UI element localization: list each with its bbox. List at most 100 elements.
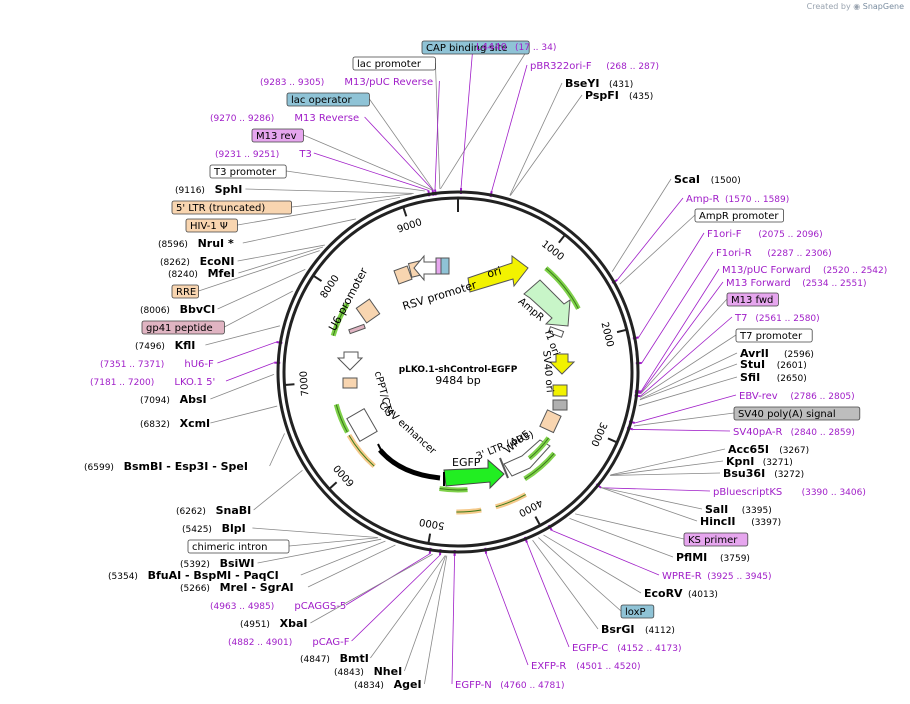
u6-promoter-feature[interactable]: [336, 351, 364, 371]
left-label-xbai[interactable]: (4951)XbaI: [240, 617, 307, 630]
right-label-pbr322ori-f[interactable]: pBR322ori-F(268 .. 287): [530, 61, 659, 72]
left-label-cap-binding-site[interactable]: CAP binding site: [421, 40, 530, 55]
cmv-promoter-feature[interactable]: [346, 408, 378, 442]
right-label-egfp-c[interactable]: EGFP-C(4152 .. 4173): [572, 643, 681, 654]
lac-operator-feature[interactable]: [440, 257, 450, 275]
left-label-lko-1-5[interactable]: (7181 .. 7200)LKO.1 5': [90, 377, 215, 388]
right-label-avrii[interactable]: AvrII(2596): [740, 347, 814, 360]
left-label-hu6-f[interactable]: (7351 .. 7371)hU6-F: [100, 359, 214, 370]
right-label-amp-r[interactable]: Amp-R(1570 .. 1589): [686, 194, 789, 205]
ampr-promoter-feature[interactable]: [547, 326, 565, 338]
right-label-pflmi[interactable]: PflMI(3759): [676, 551, 750, 564]
gp41-peptide-feature[interactable]: [348, 323, 366, 335]
left-label-sphi[interactable]: (9116)SphI: [175, 183, 242, 196]
rsv-promoter-feature[interactable]: [413, 254, 439, 282]
right-label-wpre-r[interactable]: WPRE-R(3925 .. 3945): [662, 571, 771, 582]
right-label-m13-puc-forward[interactable]: M13/pUC Forward(2520 .. 2542): [722, 265, 887, 276]
left-label-chimeric-intron[interactable]: chimeric intron: [187, 539, 290, 554]
left-label-mrei-sgrai[interactable]: (5266)MreI - SgrAI: [180, 581, 294, 594]
left-label-bsmbi-esp3i-spei[interactable]: (6599)BsmBI - Esp3I - SpeI: [84, 460, 248, 473]
left-label-nrui[interactable]: (8596)NruI *: [158, 237, 234, 250]
sv40-polya-feature[interactable]: [552, 399, 568, 411]
right-label-sali[interactable]: SalI(3395): [705, 503, 772, 516]
right-label-stui[interactable]: StuI(2601): [740, 358, 807, 371]
left-label-blpi[interactable]: (5425)BlpI: [182, 522, 246, 535]
right-label-t7[interactable]: T7(2561 .. 2580): [734, 313, 820, 324]
cppt-cts-feature[interactable]: [342, 377, 358, 389]
left-label-snabi[interactable]: (6262)SnaBI: [176, 504, 251, 517]
left-label-nhei[interactable]: (4843)NheI: [334, 665, 402, 678]
left-label-bmti[interactable]: (4847)BmtI: [300, 652, 369, 665]
5-ltr-feature[interactable]: [393, 265, 413, 285]
right-label-pbluescriptks[interactable]: pBluescriptKS(3390 .. 3406): [713, 487, 866, 498]
rre-feature[interactable]: [355, 298, 381, 324]
left-label-pcaggs-5[interactable]: (4963 .. 4985)pCAGGS-5: [210, 601, 346, 612]
left-label-econi[interactable]: (8262)EcoNI: [160, 255, 234, 268]
left-label-5-ltr-truncated[interactable]: 5' LTR (truncated): [171, 200, 292, 215]
right-label-ks-primer-text: KS primer: [688, 535, 738, 546]
right-label-scai[interactable]: ScaI(1500): [674, 173, 741, 186]
right-label-bseyi[interactable]: BseYI(431): [565, 77, 633, 90]
egfp-feature[interactable]: [443, 458, 505, 490]
right-label-ampr-promoter[interactable]: AmpR promoter: [694, 208, 784, 223]
right-label-sv40-poly-a-signal[interactable]: SV40 poly(A) signal: [733, 406, 861, 421]
left-label-m13-puc-reverse[interactable]: (9283 .. 9305)M13/pUC Reverse: [260, 77, 433, 88]
left-label-m13-puc-reverse-text: M13/pUC Reverse: [344, 77, 433, 88]
left-label-hiv-1[interactable]: HIV-1 Ψ: [185, 218, 238, 233]
right-label-ks-primer[interactable]: KS primer: [683, 532, 749, 547]
right-label-m13-fwd[interactable]: M13 fwd: [726, 292, 779, 307]
left-label-hiv-1-box: [185, 218, 238, 233]
left-label-gp41-peptide[interactable]: gp41 peptide: [141, 320, 225, 335]
right-label-hincii[interactable]: HincII(3397): [700, 515, 781, 528]
left-label-lac-promoter[interactable]: lac promoter: [352, 56, 436, 71]
left-label-m13-rev-box: [251, 128, 304, 143]
left-label-kfli[interactable]: (7496)KflI: [135, 339, 195, 352]
ori-feature[interactable]: [467, 255, 529, 293]
right-label-kpni[interactable]: KpnI(3271): [726, 455, 793, 468]
right-label-bsrgi[interactable]: BsrGI(4112): [601, 623, 675, 636]
left-label-mfei[interactable]: (8240)MfeI: [168, 267, 235, 280]
right-label-l4440[interactable]: L4440(17 .. 34): [476, 42, 556, 53]
right-label-l4440-text: L4440: [476, 42, 507, 53]
tick-9000: [402, 206, 408, 217]
left-label-rre[interactable]: RRE: [171, 284, 200, 299]
right-label-ebv-rev[interactable]: EBV-rev(2786 .. 2805): [739, 391, 855, 402]
left-label-bbvci[interactable]: (8006)BbvCI: [140, 303, 215, 316]
right-label-m13-forward[interactable]: M13 Forward(2534 .. 2551): [726, 278, 866, 289]
3-ltr-feature[interactable]: [539, 409, 562, 434]
right-label-f1ori-r[interactable]: F1ori-R(2287 .. 2306): [716, 248, 832, 259]
feature-map: [330, 254, 581, 515]
right-label-sv40pa-r[interactable]: SV40pA-R(2840 .. 2859): [733, 427, 855, 438]
right-label-pspfi[interactable]: PspFI(435): [585, 89, 653, 102]
ampr-feature[interactable]: [523, 279, 571, 327]
left-label-agei[interactable]: (4834)AgeI: [354, 678, 422, 691]
left-label-pcag-f[interactable]: (4882 .. 4901)pCAG-F: [228, 637, 350, 648]
right-label-ecorv-leader: [543, 534, 642, 594]
left-label-m13-rev[interactable]: M13 rev: [251, 128, 304, 143]
left-label-kfli-leader: [205, 325, 280, 346]
right-label-loxp[interactable]: loxP: [620, 604, 655, 619]
left-label-m13-reverse[interactable]: (9270 .. 9286)M13 Reverse: [210, 113, 359, 124]
right-label-pbluescriptks-leader: [601, 487, 711, 492]
f1-ori-feature[interactable]: [548, 353, 576, 375]
m13-rev-feature[interactable]: [435, 257, 442, 275]
right-label-egfp-n[interactable]: EGFP-N(4760 .. 4781): [455, 680, 564, 691]
sv40-ori-feature[interactable]: [552, 384, 568, 397]
left-label-t3-promoter[interactable]: T3 promoter: [209, 164, 287, 179]
left-label-t3[interactable]: (9231 .. 9251)T3: [215, 149, 312, 160]
left-label-cap-binding-site-leader: [440, 46, 530, 190]
right-label-f1ori-f[interactable]: F1ori-F(2075 .. 2096): [707, 229, 823, 240]
left-label-bfuai-bspmi-paqci[interactable]: (5354)BfuAI - BspMI - PaqCI: [108, 569, 279, 582]
left-label-absi[interactable]: (7094)AbsI: [140, 393, 207, 406]
right-label-ecorv[interactable]: EcoRV(4013): [644, 587, 718, 600]
right-label-exfp-r[interactable]: EXFP-R(4501 .. 4520): [531, 661, 640, 672]
left-label-lac-operator[interactable]: lac operator: [286, 92, 370, 107]
right-label-sfii[interactable]: SfiI(2650): [740, 371, 807, 384]
right-label-bsu36i[interactable]: Bsu36I(3272): [723, 467, 804, 480]
right-label-acc65i[interactable]: Acc65I(3267): [728, 443, 809, 456]
left-label-bsiwi[interactable]: (5392)BsiWI: [180, 557, 255, 570]
right-label-pbluescriptks-position: (3390 .. 3406): [802, 488, 866, 498]
left-label-xbai-leader: [310, 553, 433, 624]
left-label-xcmi[interactable]: (6832)XcmI: [140, 417, 210, 430]
right-label-t7-promoter[interactable]: T7 promoter: [735, 328, 813, 343]
